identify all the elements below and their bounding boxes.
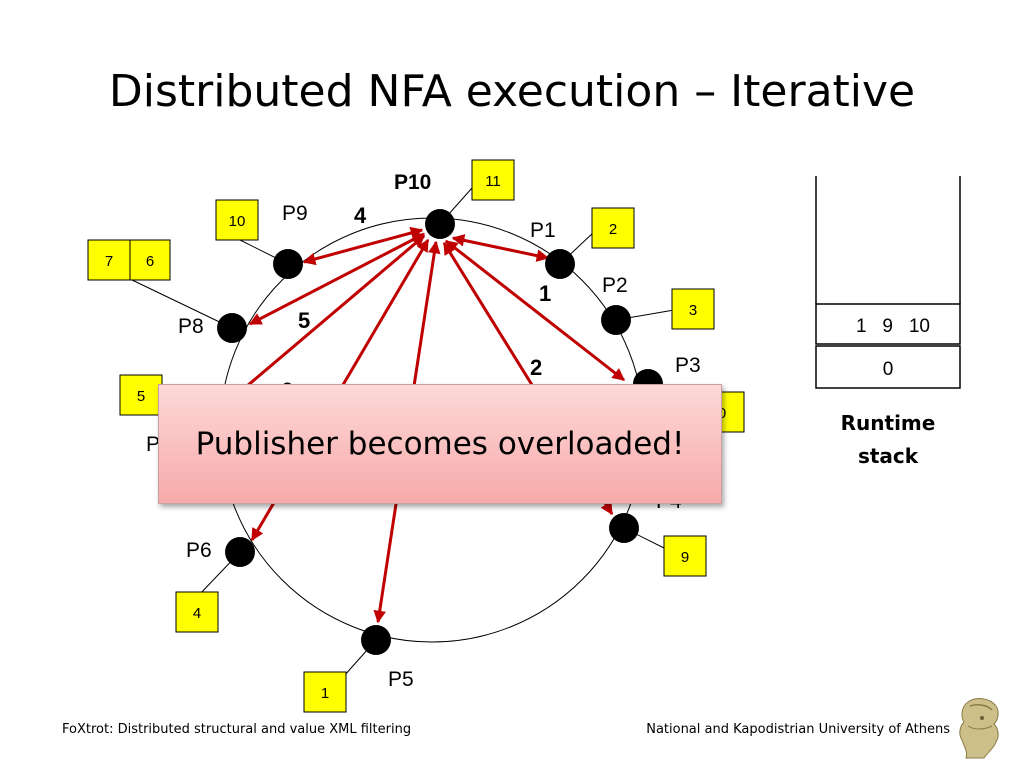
label-p6: P6 (186, 539, 212, 562)
arrow-p10-p9 (302, 226, 424, 266)
box-p6: 4 (193, 605, 201, 622)
node-p6 (225, 537, 255, 567)
footer-right: National and Kapodistrian University of … (646, 722, 950, 737)
label-p10: P10 (394, 171, 431, 194)
box-p1: 2 (609, 221, 617, 238)
box-p8-b: 6 (146, 253, 154, 270)
box-p4: 9 (681, 549, 689, 566)
order-boxes: 11 2 3 0 9 1 4 5 7 6 10 (87, 159, 745, 713)
step-5: 5 (298, 308, 310, 333)
step-2: 2 (530, 355, 542, 380)
step-1: 1 (539, 281, 551, 306)
node-p9 (273, 249, 303, 279)
university-logo-icon (959, 698, 999, 759)
box-p8-a: 7 (105, 253, 113, 270)
node-p10 (425, 209, 455, 239)
node-p5 (361, 625, 391, 655)
node-p8 (217, 313, 247, 343)
slide-title: Distributed NFA execution – Iterative (108, 66, 916, 117)
stack-row-bottom: 0 (883, 359, 894, 380)
label-p1: P1 (530, 219, 556, 242)
node-p1 (545, 249, 575, 279)
box-p2: 3 (689, 302, 697, 319)
label-p9: P9 (282, 202, 308, 225)
node-p2 (601, 305, 631, 335)
label-p2: P2 (602, 274, 628, 297)
box-p7: 5 (137, 388, 145, 405)
node-p4 (609, 513, 639, 543)
box-p5: 1 (321, 685, 329, 702)
box-p10: 11 (485, 173, 501, 190)
footer-left: FoXtrot: Distributed structural and valu… (62, 722, 412, 737)
label-p8: P8 (178, 315, 204, 338)
label-p3: P3 (675, 354, 701, 377)
label-p5: P5 (388, 668, 414, 691)
box-p9: 10 (229, 213, 246, 230)
overload-callout: Publisher becomes overloaded! (158, 384, 722, 504)
runtime-stack: 1 9 10 0 (815, 176, 961, 389)
runtime-stack-label-line2: stack (857, 444, 919, 468)
step-4: 4 (354, 203, 367, 228)
runtime-stack-label-line1: Runtime (840, 411, 936, 435)
box-p3: 0 (718, 405, 726, 422)
stack-row-top: 1 9 10 (856, 316, 930, 337)
runtime-stack-label: Runtime stack (820, 407, 956, 473)
